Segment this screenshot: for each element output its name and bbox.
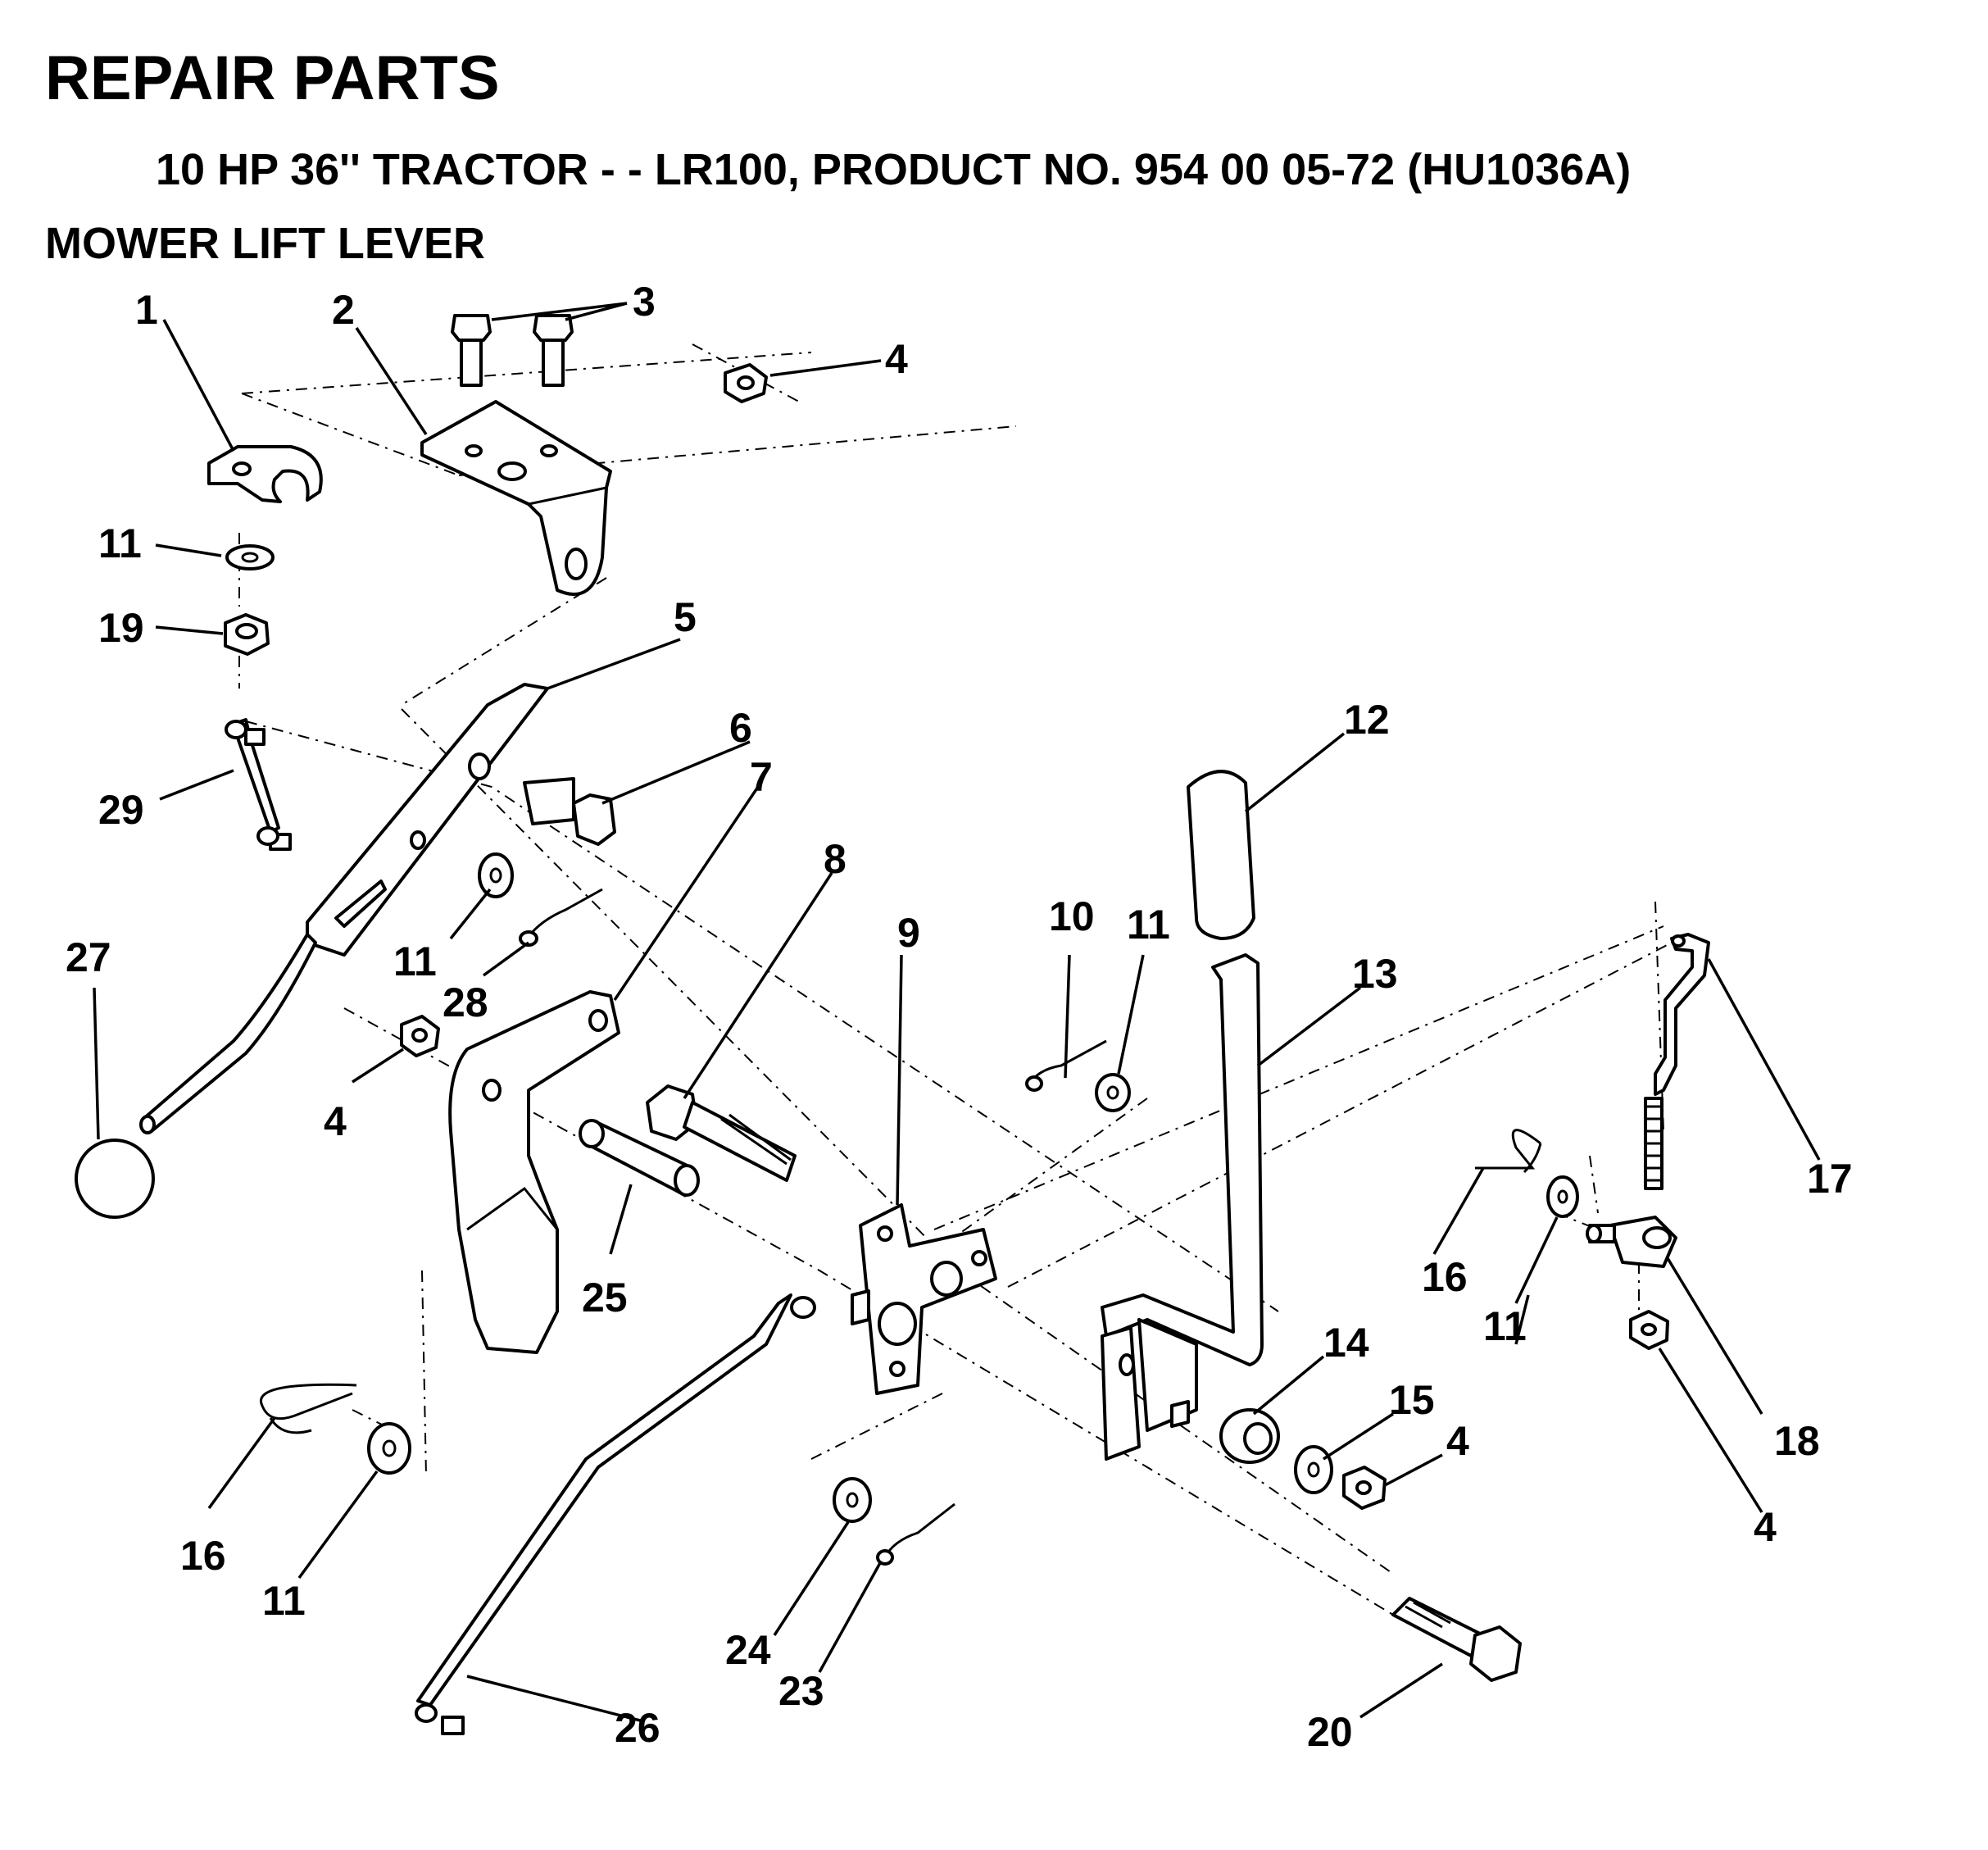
- callout-11: 11: [262, 1578, 306, 1624]
- callout-24: 24: [725, 1627, 771, 1673]
- part-11-washer-bottom: [367, 1422, 411, 1475]
- callout-26: 26: [615, 1705, 660, 1751]
- callout-16: 16: [1422, 1254, 1468, 1300]
- part-18-swivel: [1586, 1216, 1677, 1268]
- callout-28: 28: [443, 980, 488, 1025]
- part-24-washer: [833, 1477, 872, 1523]
- part-17-adjust-rod: [1644, 933, 1710, 1190]
- section-title: MOWER LIFT LEVER: [45, 219, 485, 268]
- callout-5: 5: [674, 594, 697, 640]
- part-11-washer-center: [1095, 1073, 1131, 1112]
- part-29-link: [225, 718, 292, 851]
- part-28-cotter-pin: [519, 888, 603, 947]
- part-5-lift-arm: [139, 683, 549, 1134]
- callout-4: 4: [1446, 1418, 1469, 1464]
- product-subtitle: 10 HP 36'' TRACTOR - - LR100, PRODUCT NO…: [156, 145, 1632, 194]
- part-4-nut-right: [1629, 1310, 1669, 1350]
- part-12-grip: [1187, 770, 1255, 940]
- part-3-bolts: [451, 314, 574, 387]
- callout-27: 27: [66, 934, 111, 980]
- callout-15: 15: [1389, 1377, 1435, 1423]
- part-1-clip: [207, 445, 323, 503]
- callout-17: 17: [1807, 1156, 1853, 1202]
- part-6-bolt: [523, 777, 616, 846]
- part-4-nut-top: [724, 363, 768, 403]
- part-15-washer: [1294, 1445, 1333, 1494]
- part-9-pivot-plate: [851, 1203, 997, 1395]
- callout-8: 8: [824, 836, 846, 882]
- callout-20: 20: [1307, 1709, 1353, 1755]
- part-16-hairpin-right: [1475, 1129, 1542, 1174]
- callout-2: 2: [332, 287, 355, 333]
- callout-labels: 1 2 3 4 11 19 5 6 7 29 8 12 9 10 11 13 2…: [66, 279, 1853, 1755]
- callout-10: 10: [1049, 893, 1095, 939]
- callout-1: 1: [135, 287, 158, 333]
- part-11-washer-right: [1546, 1175, 1579, 1218]
- callout-12: 12: [1344, 697, 1390, 743]
- part-8-bolt: [646, 1084, 797, 1182]
- callout-6: 6: [729, 705, 752, 751]
- callout-3: 3: [633, 279, 656, 325]
- part-23-cotter-pin: [876, 1502, 955, 1566]
- callout-13: 13: [1352, 951, 1398, 997]
- page-title: REPAIR PARTS: [45, 43, 500, 113]
- part-2-bracket: [420, 400, 612, 596]
- part-10-cotter-pin: [1025, 1039, 1107, 1092]
- callout-9: 9: [897, 910, 920, 956]
- part-4-nut-mid: [400, 1015, 440, 1057]
- leader-lines: [93, 302, 1821, 1723]
- callout-25: 25: [582, 1275, 628, 1320]
- callout-11: 11: [98, 520, 142, 566]
- callout-11: 11: [393, 939, 437, 984]
- part-4-nut-lower: [1342, 1466, 1387, 1510]
- part-7-plate: [448, 990, 620, 1354]
- callout-11: 11: [1127, 902, 1170, 948]
- callout-4: 4: [324, 1098, 347, 1144]
- callout-11: 11: [1483, 1303, 1527, 1349]
- part-13-lift-lever: [1101, 953, 1264, 1461]
- part-19-nut: [224, 613, 270, 656]
- callout-14: 14: [1323, 1320, 1369, 1366]
- part-25-spacer: [579, 1119, 700, 1197]
- callout-23: 23: [778, 1668, 824, 1714]
- callout-7: 7: [750, 754, 773, 800]
- callout-4: 4: [885, 336, 908, 382]
- part-11-washer-top: [225, 544, 275, 570]
- callout-16: 16: [180, 1533, 226, 1579]
- callout-29: 29: [98, 787, 144, 833]
- callout-19: 19: [98, 605, 144, 651]
- part-16-hairpin-left: [260, 1383, 357, 1434]
- callout-18: 18: [1774, 1418, 1820, 1464]
- part-27-knob: [75, 1139, 155, 1219]
- part-14-bushing: [1219, 1408, 1280, 1464]
- part-20-bolt: [1391, 1597, 1522, 1682]
- part-11-washer-mid: [478, 852, 514, 898]
- part-26-rod: [415, 1293, 816, 1735]
- callout-4: 4: [1754, 1504, 1777, 1550]
